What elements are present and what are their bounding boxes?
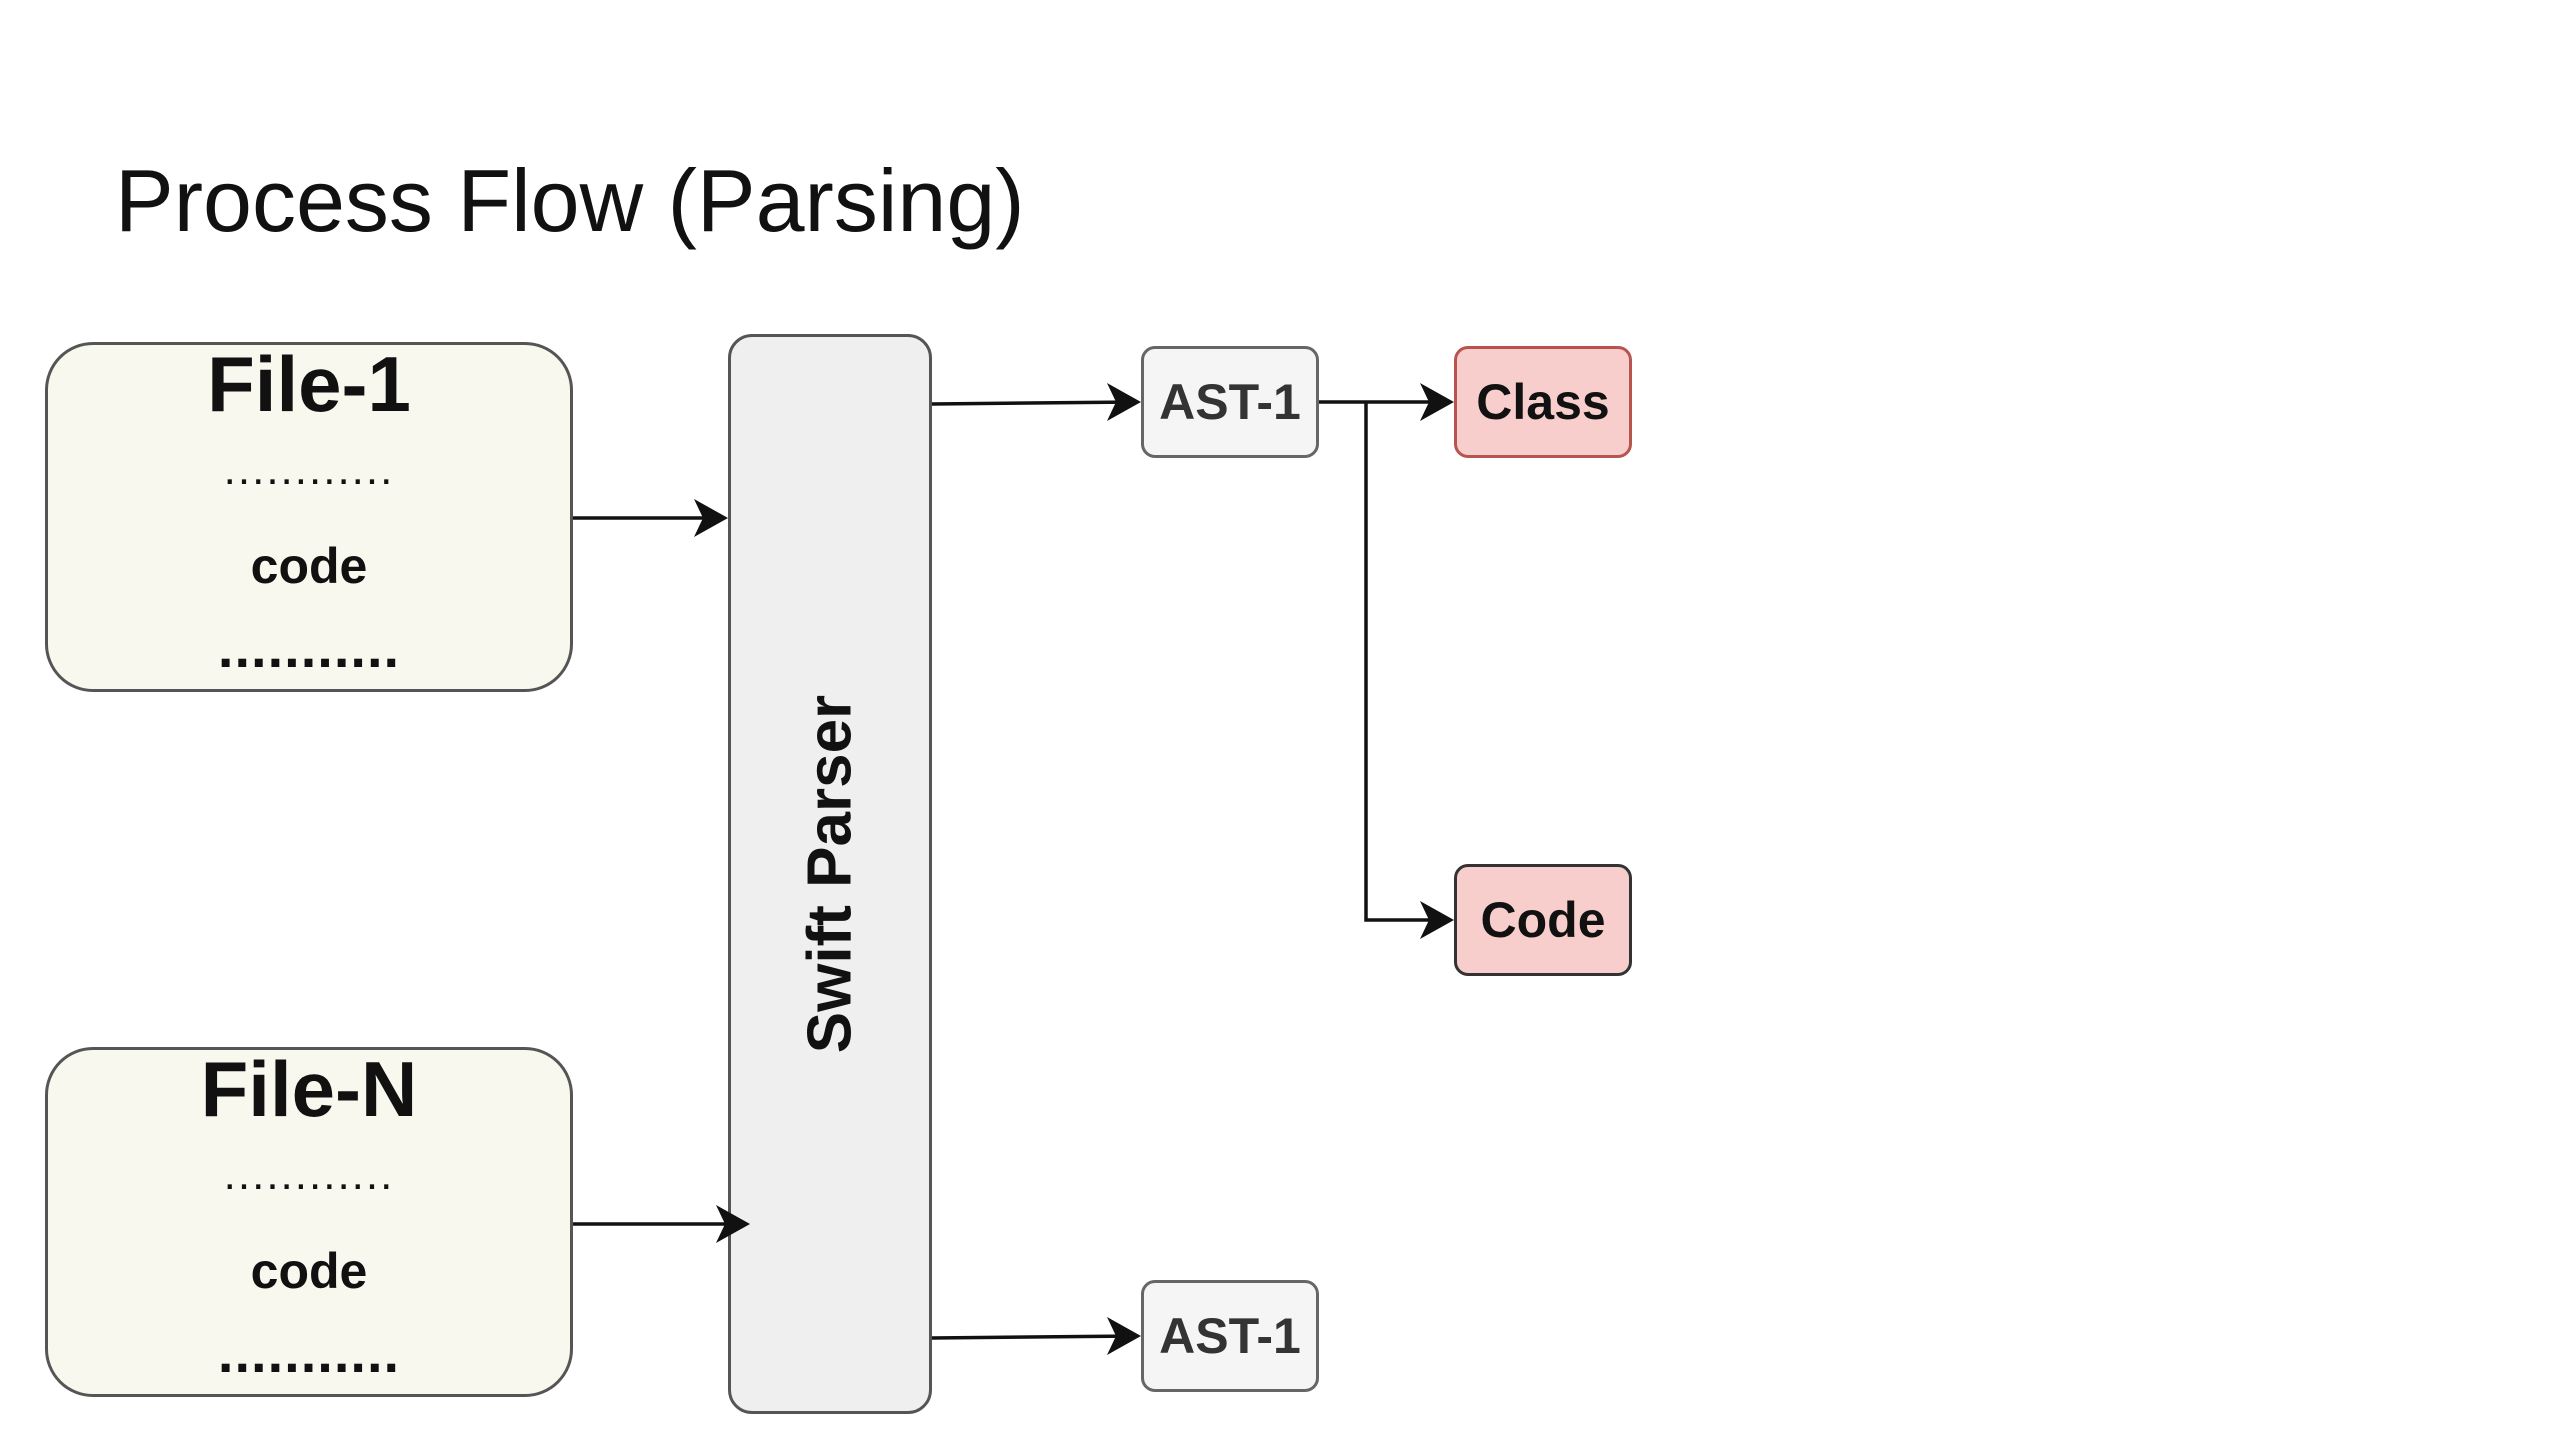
file-dots-bottom: ........... xyxy=(217,1321,401,1384)
file-n-box[interactable]: File-N ............ code ........... xyxy=(45,1045,573,1397)
arrowhead xyxy=(716,1205,750,1243)
page-title: Process Flow (Parsing) xyxy=(115,151,1025,250)
arrowhead xyxy=(694,499,728,537)
file-1-box[interactable]: File-1 ............ code ........... xyxy=(45,340,573,692)
arrowhead xyxy=(1420,901,1454,939)
arrow-ast-to-code xyxy=(1364,402,1450,922)
ast-box-bottom[interactable]: AST-1 xyxy=(1141,1280,1319,1392)
file-dots-top: ............ xyxy=(223,445,395,494)
arrow-parser-to-ast-top xyxy=(931,400,1138,406)
class-box[interactable]: Class xyxy=(1454,346,1632,458)
arrowhead xyxy=(1107,383,1141,421)
swift-parser-box[interactable]: Swift Parser xyxy=(728,334,932,1414)
file-code-label: code xyxy=(250,1243,368,1299)
file-name: File-1 xyxy=(207,340,411,428)
code-box[interactable]: Code xyxy=(1454,864,1632,976)
arrowhead xyxy=(1107,1317,1141,1355)
file-code-label: code xyxy=(250,538,368,594)
ast-box-top[interactable]: AST-1 xyxy=(1141,346,1319,458)
file-dots-top: ............ xyxy=(223,1150,395,1199)
arrowhead xyxy=(1420,383,1454,421)
file-name: File-N xyxy=(200,1045,418,1133)
file-dots-bottom: ........... xyxy=(217,616,401,679)
arrow-parser-to-ast-bottom xyxy=(931,1334,1138,1340)
